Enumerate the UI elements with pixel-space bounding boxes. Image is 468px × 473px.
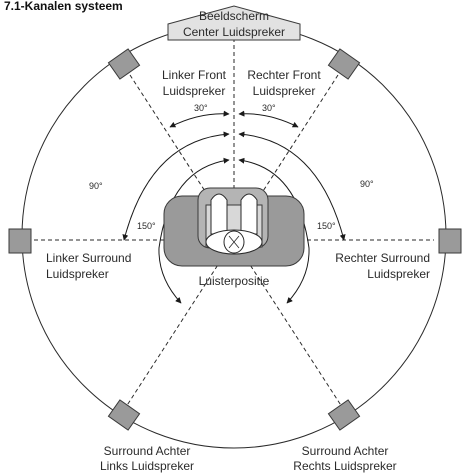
listening-position-label: Luisterpositie — [199, 274, 270, 288]
angle-side-left: 90° — [89, 181, 103, 191]
listener-icon — [205, 193, 263, 255]
angle-side-right: 90° — [360, 179, 374, 189]
front-right-label-1: Rechter Front — [247, 68, 321, 82]
surround-right-label-2: Luidspreker — [367, 267, 430, 281]
screen — [167, 5, 301, 41]
back-right-label-1: Surround Achter — [302, 444, 389, 458]
angle-front-left: 30° — [194, 103, 208, 113]
back-left-speaker-icon — [107, 399, 141, 431]
back-left-label-2: Links Luidspreker — [100, 459, 194, 473]
front-left-label-2: Luidspreker — [163, 84, 226, 98]
center-speaker-label: Center Luidspreker — [183, 25, 285, 39]
diagram-title: 7.1-Kanalen systeem — [4, 0, 123, 13]
screen-label: Beeldscherm — [199, 9, 269, 23]
surround-left-label-2: Luidspreker — [46, 267, 109, 281]
back-right-speaker-icon — [327, 399, 361, 431]
angle-arcs — [122, 110, 346, 304]
surround-right-label-1: Rechter Surround — [335, 251, 430, 265]
back-left-label-1: Surround Achter — [104, 444, 191, 458]
angle-front-right: 30° — [262, 103, 276, 113]
back-right-label-2: Rechts Luidspreker — [293, 459, 396, 473]
front-left-speaker-icon — [107, 48, 141, 80]
front-right-speaker-icon — [327, 48, 361, 80]
angle-back-left: 150° — [137, 221, 156, 231]
surround-left-speaker-icon — [8, 228, 32, 254]
angle-back-right: 150° — [317, 221, 336, 231]
front-left-label-1: Linker Front — [162, 68, 227, 82]
surround-left-label-1: Linker Surround — [46, 251, 131, 265]
front-right-label-2: Luidspreker — [253, 84, 316, 98]
surround-right-speaker-icon — [438, 228, 462, 254]
